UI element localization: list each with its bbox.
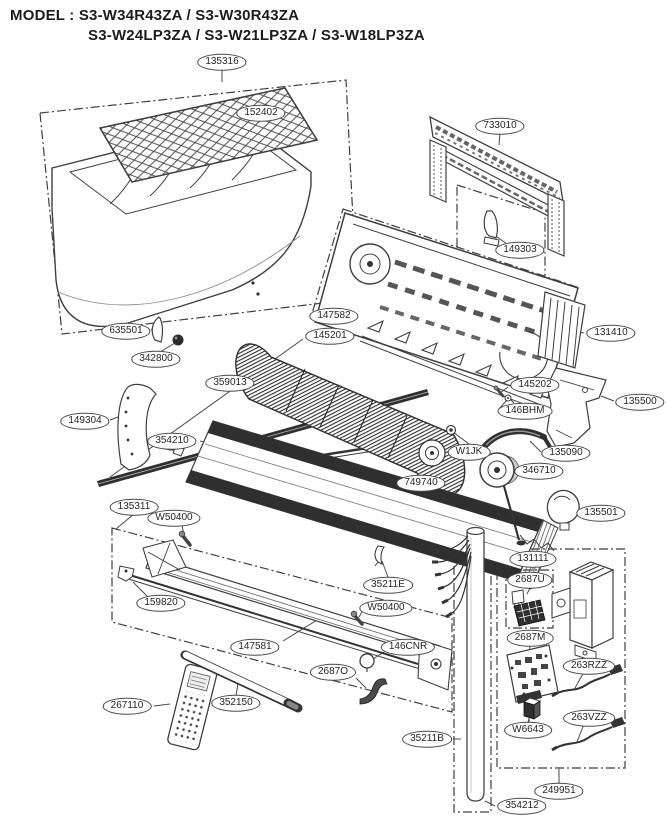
wire-263vzz: [555, 726, 613, 749]
screw-145202: [495, 387, 505, 398]
small-parts: [117, 316, 607, 705]
hook-2687o: [359, 678, 388, 705]
bracket-135500: [546, 367, 607, 448]
clip-635501: [151, 316, 163, 343]
hanger-bracket-left: [429, 139, 447, 203]
holder-bracket: [483, 210, 498, 239]
remote-controller: [167, 663, 218, 751]
screw-w50400-a: [181, 534, 192, 547]
display-pcb-box: [505, 569, 554, 629]
grille-assembly-box: [111, 527, 453, 713]
corner-clip: [117, 565, 135, 582]
front-panel-assembly: [51, 87, 319, 328]
wire-harness: [429, 535, 472, 619]
hanger-bracket-right: [547, 193, 565, 257]
clip-35211e: [374, 545, 385, 566]
drain-pipe: [466, 526, 485, 802]
main-chassis: [314, 212, 586, 399]
model-title-line2: S3-W24LP3ZA / S3-W21LP3ZA / S3-W18LP3ZA: [88, 26, 425, 44]
indicator-dot: [256, 292, 260, 296]
control-box-kit: [506, 561, 625, 752]
model-title: MODEL : S3-W34R43ZA / S3-W30R43ZA S3-W24…: [10, 6, 425, 45]
wire-263rzz: [555, 673, 611, 695]
indicator-dot: [251, 281, 255, 285]
display-pcb-2687u: [511, 589, 525, 605]
installation-plate: [429, 115, 565, 257]
controlbox-kit-box: [496, 548, 626, 769]
front-cabinet: [51, 119, 312, 328]
motor-mount-135501: [546, 489, 580, 525]
control-box-front: [569, 571, 593, 649]
sleeve-pipe: [180, 650, 303, 713]
model-title-line1: MODEL : S3-W34R43ZA / S3-W30R43ZA: [10, 7, 300, 24]
cap-342800: [172, 334, 184, 346]
remote-buttons: [172, 690, 209, 746]
heat-exchanger: [185, 420, 559, 590]
control-box-side: [591, 569, 614, 649]
screw-w50400-b: [353, 614, 364, 626]
side-bracket-149304: [117, 383, 157, 471]
